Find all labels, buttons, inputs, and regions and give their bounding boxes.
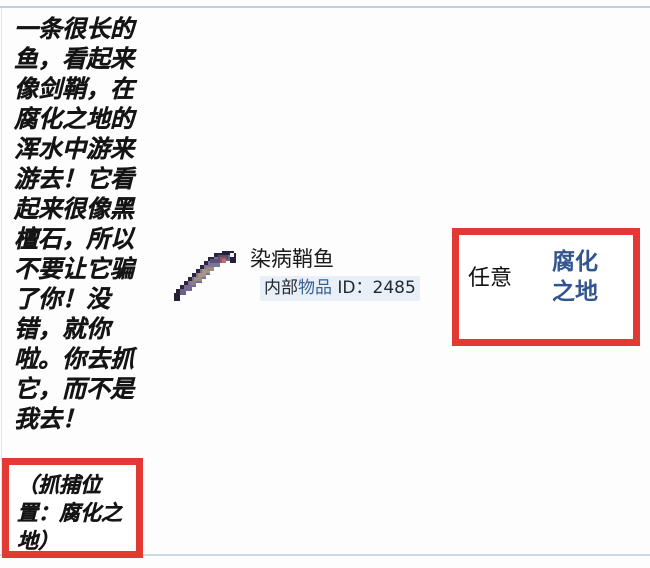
biome-annotation-box: 任意 腐化之地 bbox=[452, 228, 640, 346]
item-description-cell: 一条很长的鱼，看起来像剑鞘，在腐化之地的浑水中游来游去！它看起来很像黑檀石，所以… bbox=[14, 14, 138, 434]
fish-sprite-svg bbox=[174, 251, 236, 301]
item-id-prefix: 内部 bbox=[264, 278, 298, 298]
item-id-highlight: 物品 bbox=[298, 278, 332, 298]
item-name: 染病鞘鱼 bbox=[250, 247, 334, 271]
table-top-rule bbox=[0, 6, 650, 8]
ebonkoi-fish-sprite bbox=[170, 243, 242, 305]
item-label-group: 染病鞘鱼 内部物品 ID：2485 bbox=[250, 247, 420, 301]
item-cell: 染病鞘鱼 内部物品 ID：2485 bbox=[170, 243, 420, 305]
catch-location-note: （抓捕位置：腐化之地） bbox=[17, 473, 122, 553]
table-bottom-rule bbox=[0, 554, 650, 556]
catch-location-annotation-box: （抓捕位置：腐化之地） bbox=[2, 458, 143, 558]
table-left-rule bbox=[1, 8, 2, 554]
item-internal-id: 内部物品 ID：2485 bbox=[260, 276, 420, 301]
item-id-suffix: ID：2485 bbox=[332, 278, 416, 298]
item-description-text: 一条很长的鱼，看起来像剑鞘，在腐化之地的浑水中游来游去！它看起来很像黑檀石，所以… bbox=[14, 15, 134, 433]
biome-link[interactable]: 腐化之地 bbox=[552, 249, 598, 305]
any-rarity-label: 任意 bbox=[468, 266, 513, 291]
